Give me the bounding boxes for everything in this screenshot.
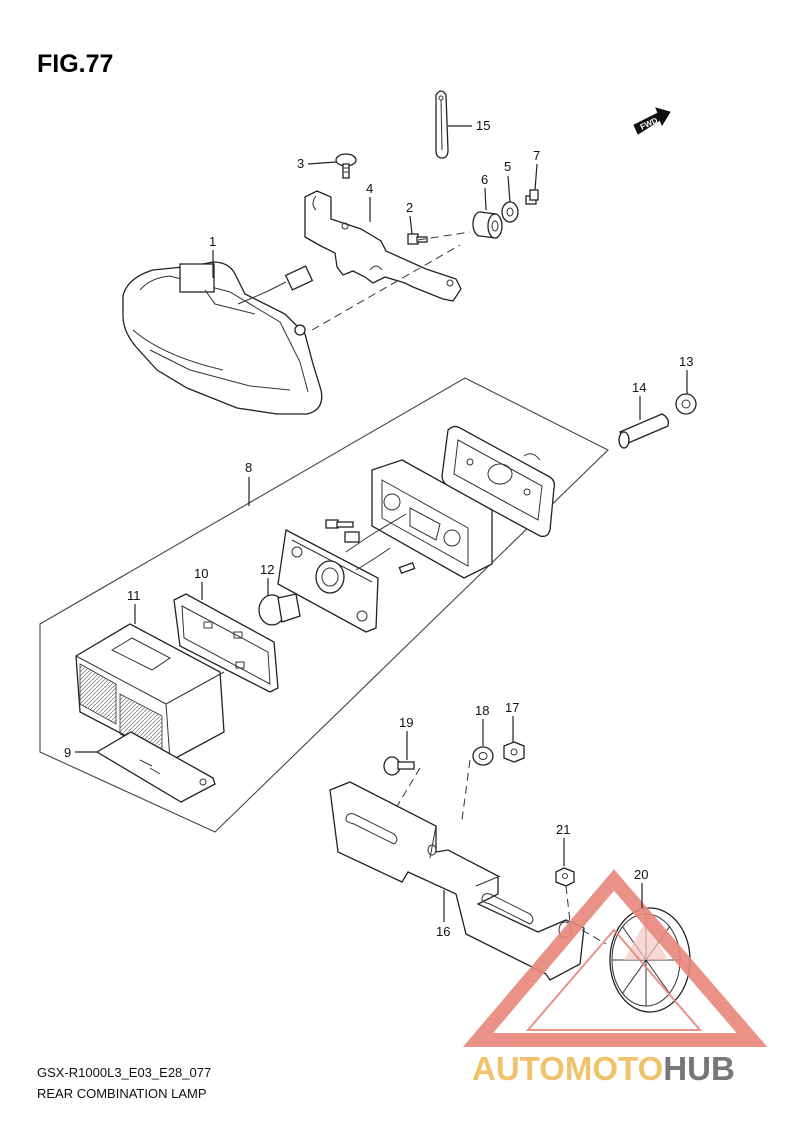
callout-1: 1 [209,234,216,249]
part-1-tail-lamp [122,261,323,415]
callout-6: 6 [481,172,488,187]
part-3-screw [335,153,357,179]
callout-13: 13 [679,354,693,369]
lamp-gasket-frame [371,459,493,579]
part-15-clip [435,90,449,159]
fwd-label: FWD [639,116,660,132]
assembly-line-1 [311,244,461,331]
callout-2: 2 [406,200,413,215]
part-12-bulb [258,593,301,626]
part-8-group-box [39,377,609,833]
model-code: GSX-R1000L3_E03_E28_077 [37,1065,212,1080]
callout-10: 10 [194,566,208,581]
part-6-grommet [472,211,503,239]
callout-17: 17 [505,700,519,715]
part-17-nut [503,741,525,763]
callout-15: 15 [476,118,490,133]
part-4-bracket [304,190,462,302]
assembly-line-6 [581,929,607,945]
callout-12: 12 [260,562,274,577]
fwd-arrow-badge: FWD [633,107,671,135]
callout-9: 9 [64,745,71,760]
assembly-line-5 [565,885,571,923]
assembly-line-4 [461,759,471,821]
part-21-nut [555,867,575,887]
callouts: 1 2 3 4 5 6 7 8 9 10 11 12 13 [64,118,693,939]
callout-8: 8 [245,460,252,475]
callout-16: 16 [436,924,450,939]
callout-11: 11 [127,588,141,603]
part-18-washer [472,746,494,766]
part-13-nut [675,393,697,415]
callout-4: 4 [366,181,373,196]
socket-screws [325,519,416,575]
watermark-logo [462,869,768,1047]
part-14-spacer [618,413,670,449]
callout-18: 18 [475,703,489,718]
part-5-washer [501,201,519,223]
part-10-gasket [173,593,279,693]
callout-7: 7 [533,148,540,163]
callout-3: 3 [297,156,304,171]
part-9-plate [95,731,216,803]
part-20-reflector [609,907,691,1013]
figure-caption: REAR COMBINATION LAMP [37,1086,207,1101]
part-7-screw [525,189,539,205]
part-11-lens [75,623,225,761]
callout-21: 21 [556,822,570,837]
figure-title: FIG.77 [37,50,114,78]
callout-20: 20 [634,867,648,882]
callout-19: 19 [399,715,413,730]
callout-14: 14 [632,380,646,395]
assembly-line-2 [417,231,471,241]
part-19-screw [383,756,415,776]
watermark-text: AUTOMOTOHUB [472,1050,735,1087]
callout-5: 5 [504,159,511,174]
lamp-socket-plate [277,513,407,633]
assembly-line-3 [395,767,421,809]
